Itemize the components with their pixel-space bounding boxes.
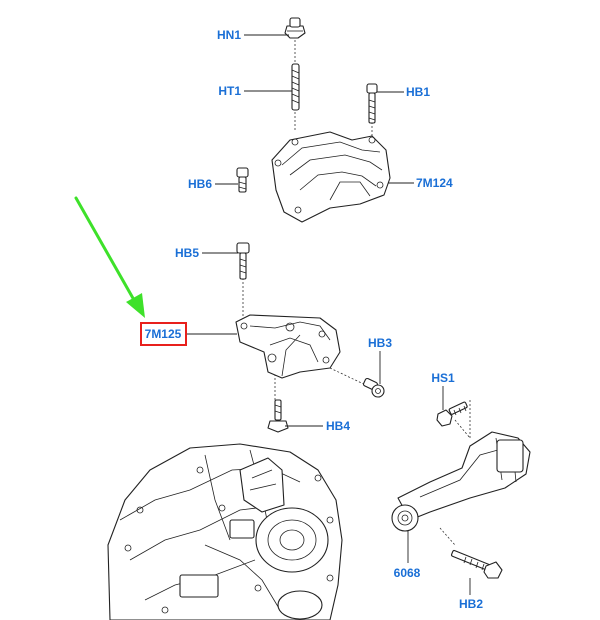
callout-hn1[interactable]: HN1	[217, 28, 241, 42]
callout-hb6[interactable]: HB6	[188, 177, 212, 191]
bolt-hb5[interactable]	[236, 242, 250, 280]
engine-mount-7m124[interactable]	[271, 131, 391, 223]
callout-hs1[interactable]: HS1	[431, 371, 455, 385]
callout-labels: HN1 HT1 HB1 HB6 7M124 HB5 7M125 HB3 HB4 …	[140, 28, 483, 611]
callout-hb4[interactable]: HB4	[326, 419, 350, 433]
callout-hb3[interactable]: HB3	[368, 336, 392, 350]
bracket-7m125[interactable]	[235, 314, 341, 379]
callout-ht1[interactable]: HT1	[218, 84, 241, 98]
nut-hn1[interactable]	[284, 17, 306, 39]
callout-hb5[interactable]: HB5	[175, 246, 199, 260]
callout-6068[interactable]: 6068	[394, 566, 421, 580]
bolt-hb4[interactable]	[267, 399, 289, 433]
callout-hb1[interactable]: HB1	[406, 85, 430, 99]
bolt-hb3[interactable]	[362, 377, 385, 398]
callout-hb2[interactable]: HB2	[459, 597, 483, 611]
bolt-hb1[interactable]	[366, 83, 378, 124]
stud-ht1[interactable]	[291, 63, 300, 111]
bolt-hb2[interactable]	[450, 549, 503, 579]
transmission-housing	[107, 443, 343, 620]
leader-lines	[186, 34, 471, 595]
green-pointer-arrow	[74, 196, 145, 318]
callout-7m125[interactable]: 7M125	[145, 327, 182, 341]
torque-rod-6068[interactable]	[391, 431, 531, 532]
highlight-box-7m125	[140, 322, 187, 346]
callout-7m124[interactable]: 7M124	[416, 176, 453, 190]
bolt-hb6[interactable]	[236, 167, 249, 193]
bolt-hs1[interactable]	[436, 401, 468, 427]
